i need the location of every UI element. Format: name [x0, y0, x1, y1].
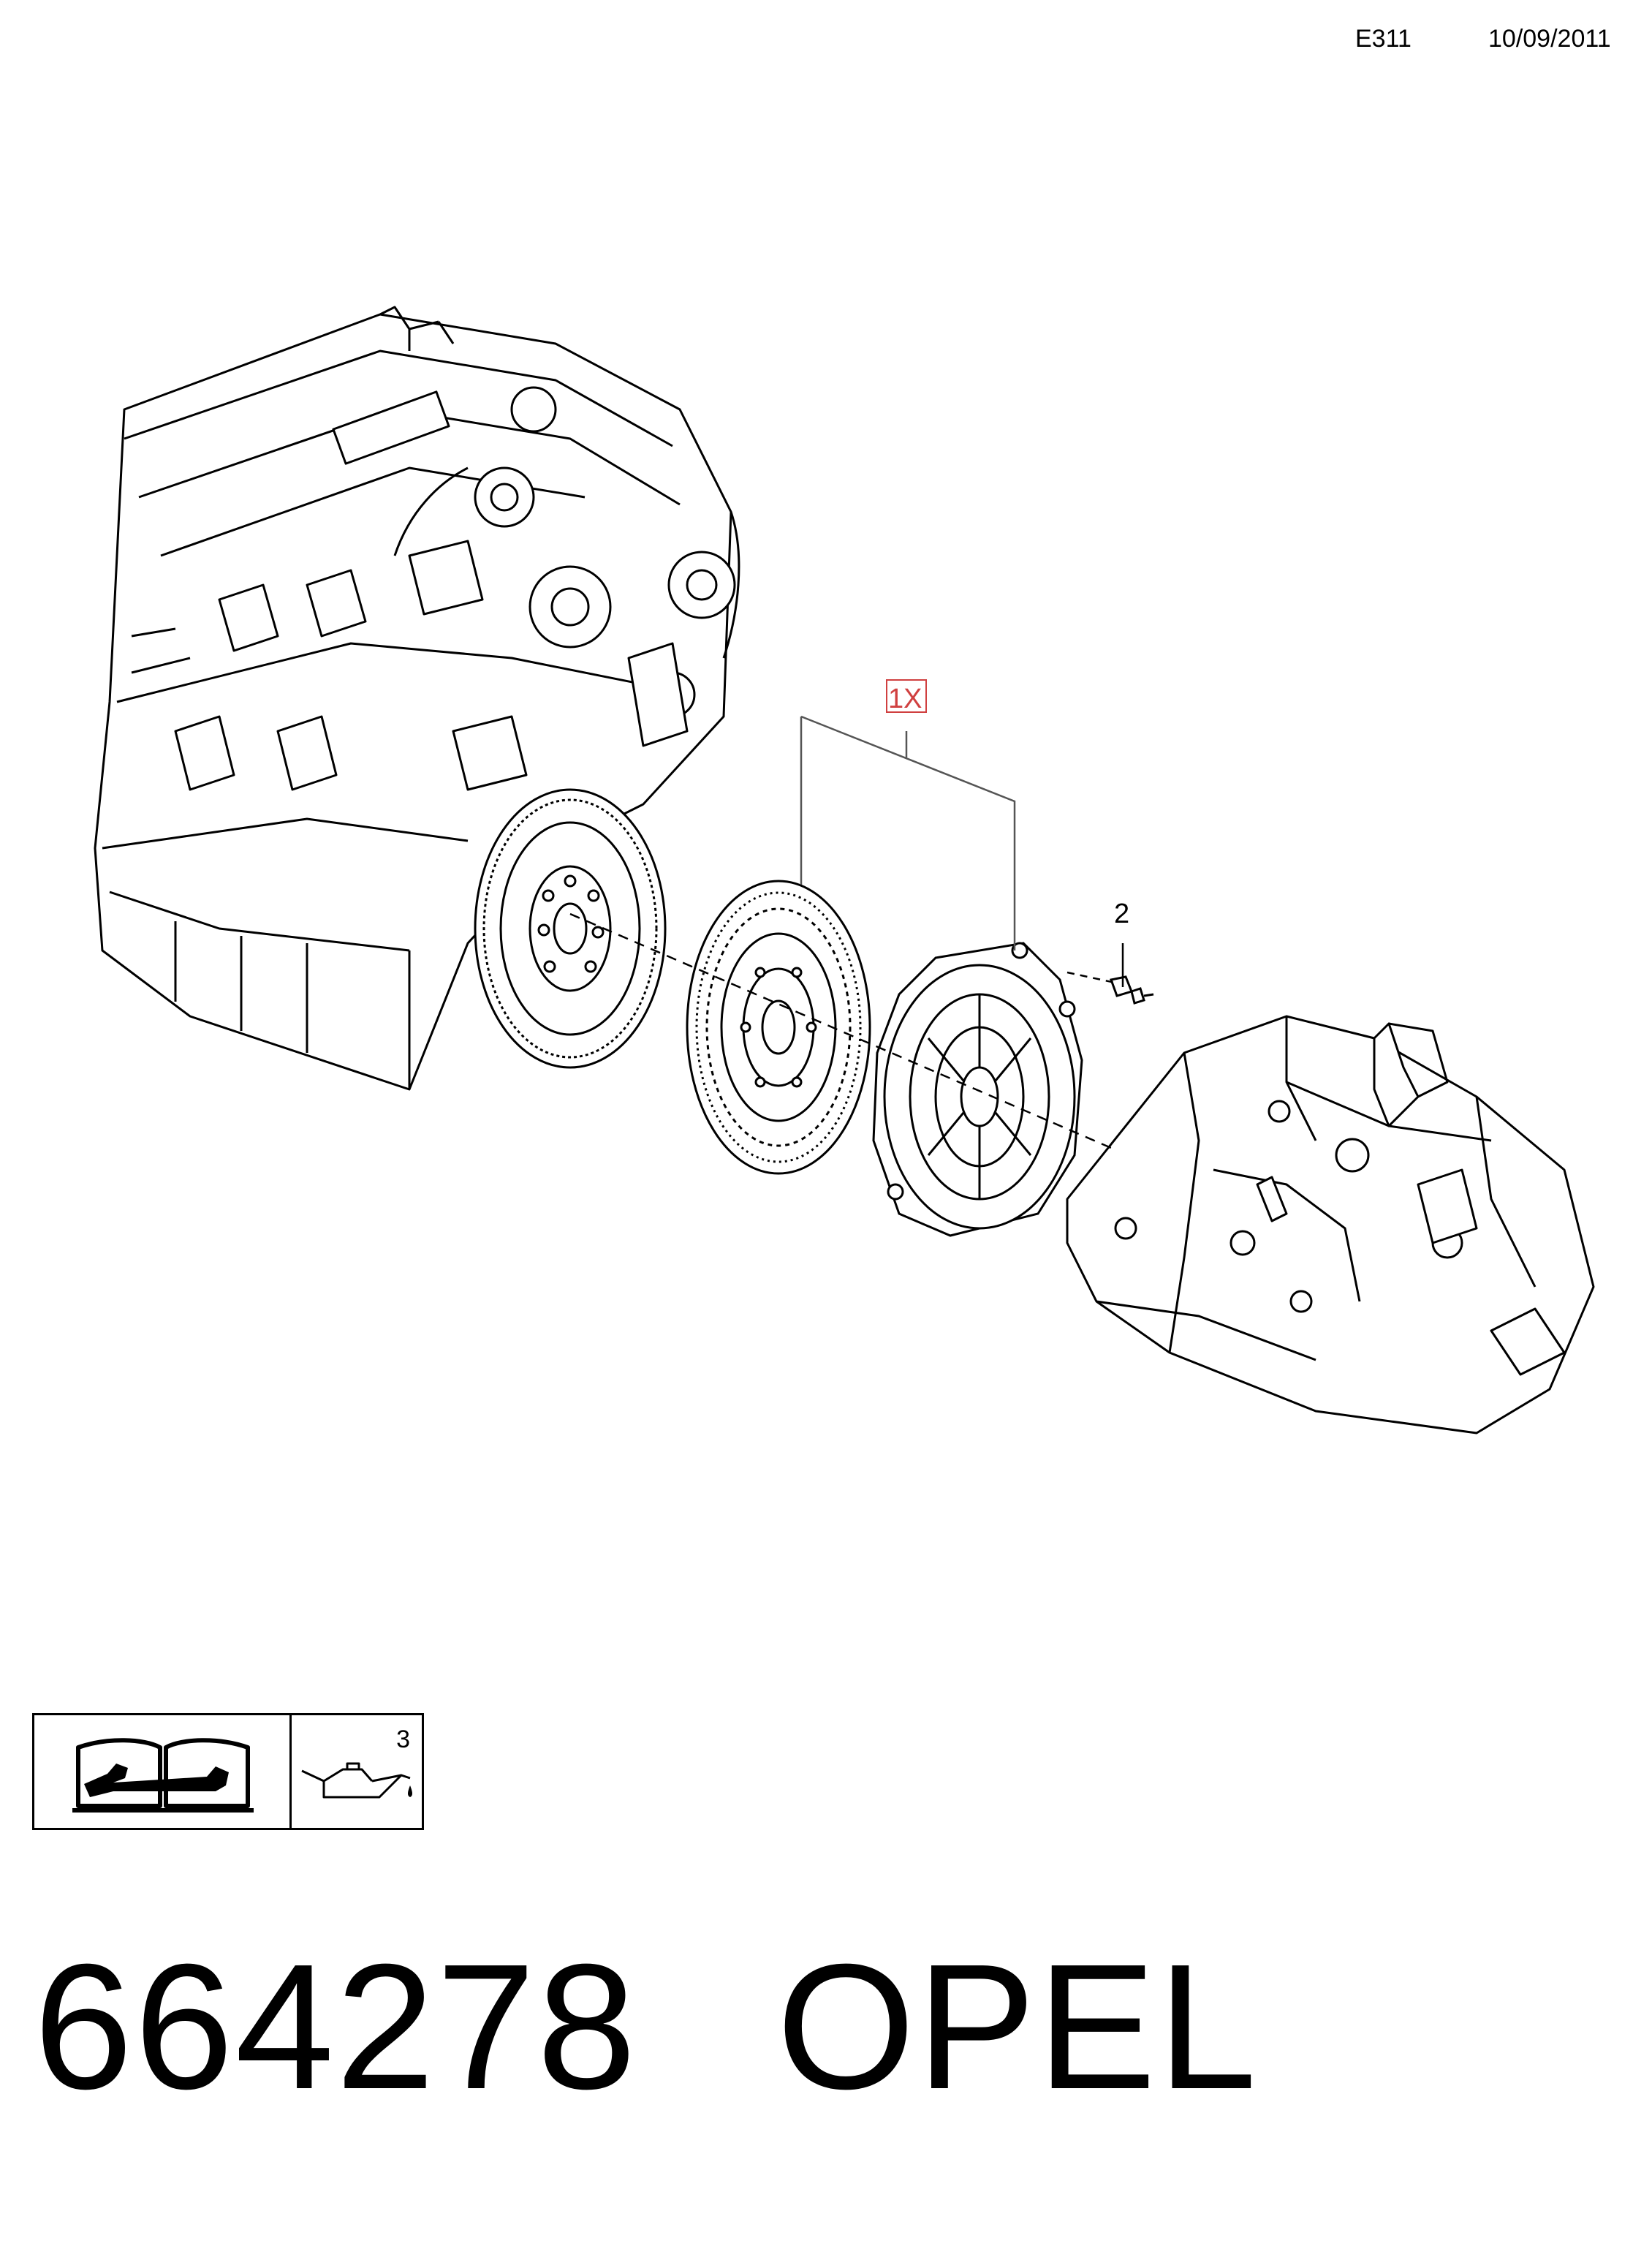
flywheel: [474, 788, 667, 1069]
transmission: [1066, 1015, 1595, 1435]
legend-box: 3: [32, 1713, 424, 1830]
bolt-axis: [1066, 971, 1119, 985]
legend-cell-manual: [34, 1715, 292, 1828]
exploded-view-diagram: 1X 2: [94, 306, 1595, 1435]
clutch-disc: [686, 880, 871, 1175]
kit-qty-label: 1X: [888, 684, 922, 714]
brand-name: OPEL: [776, 1927, 1259, 2126]
sheet-code: E311: [1355, 25, 1412, 53]
kit-bracket: [800, 715, 1016, 950]
legend-cell-oil: 3: [292, 1715, 423, 1828]
part-number: 664278: [34, 1927, 638, 2126]
workshop-manual-icon: [72, 1738, 254, 1813]
kit-qty-box: [886, 679, 927, 713]
callout-2: 2: [1114, 899, 1129, 929]
oil-can-icon: [301, 1762, 412, 1799]
bolt: [1109, 975, 1154, 1005]
sheet-date: 10/09/2011: [1488, 25, 1611, 53]
legend-oil-qty: 3: [396, 1726, 410, 1753]
engine-block: [94, 306, 740, 1091]
